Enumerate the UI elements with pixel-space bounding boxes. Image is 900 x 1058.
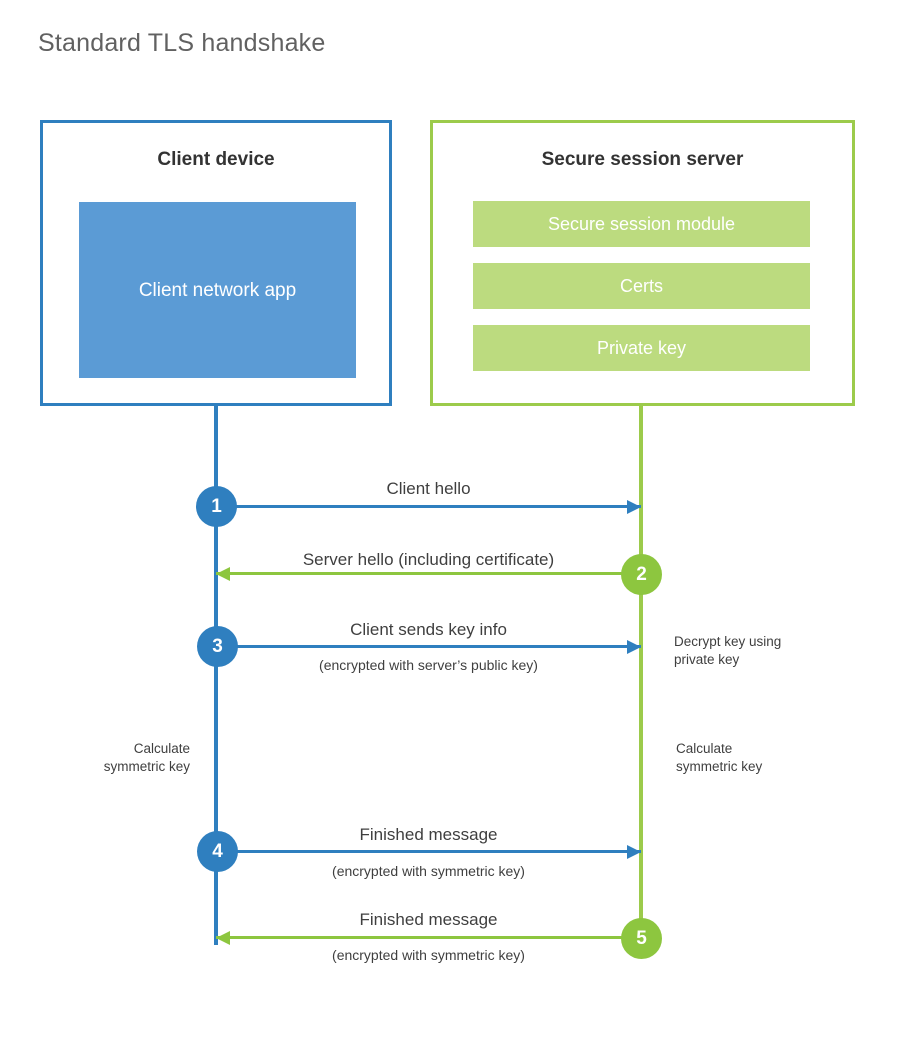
page-title: Standard TLS handshake: [38, 29, 326, 57]
step-circle-3: 3: [197, 626, 238, 667]
step-circle-1: 1: [196, 486, 237, 527]
arrow-head: [627, 640, 641, 654]
annotation-server-calculate-symmetric-key: Calculate symmetric key: [676, 741, 763, 774]
arrow-shaft: [216, 850, 641, 853]
sublabel-step-5: (encrypted with symmetric key): [332, 947, 525, 963]
arrow-shaft: [216, 572, 641, 575]
secure-session-server-box: Secure session server Secure session mod…: [430, 120, 855, 406]
arrow-step-2: [216, 567, 641, 581]
arrow-head: [216, 931, 230, 945]
annotation-client-calculate-symmetric-key: Calculate symmetric key: [103, 741, 190, 774]
label-step-2: Server hello (including certificate): [302, 550, 555, 569]
server-component-certs: Certs: [473, 263, 810, 309]
arrow-head: [216, 567, 230, 581]
label-step-4: Finished message: [359, 825, 498, 844]
step-circle-2: 2: [621, 554, 662, 595]
arrow-head: [627, 845, 641, 859]
arrow-step-5: [216, 931, 641, 945]
annotation-decrypt-key: Decrypt key using private key: [674, 634, 782, 667]
step-circle-4: 4: [197, 831, 238, 872]
label-step-3: Client sends key info: [350, 620, 507, 639]
client-device-title: Client device: [157, 149, 275, 170]
client-device-box: Client device Client network app: [40, 120, 392, 406]
server-component-secure-session-module: Secure session module: [473, 201, 810, 247]
server-component-private-key: Private key: [473, 325, 810, 371]
secure-session-server-title: Secure session server: [541, 149, 744, 170]
step-circle-5: 5: [621, 918, 662, 959]
arrow-step-1: [216, 500, 641, 514]
sublabel-step-3: (encrypted with server’s public key): [319, 657, 538, 673]
label-step-5: Finished message: [359, 910, 498, 929]
label-step-1: Client hello: [386, 479, 471, 498]
client-lifeline: [214, 405, 218, 945]
arrow-head: [627, 500, 641, 514]
arrow-step-3: [216, 640, 641, 654]
arrow-shaft: [216, 645, 641, 648]
server-lifeline: [639, 405, 643, 942]
arrow-shaft: [216, 936, 641, 939]
client-network-app-block: Client network app: [79, 202, 356, 378]
sublabel-step-4: (encrypted with symmetric key): [332, 863, 525, 879]
arrow-shaft: [216, 505, 641, 508]
arrow-step-4: [216, 845, 641, 859]
